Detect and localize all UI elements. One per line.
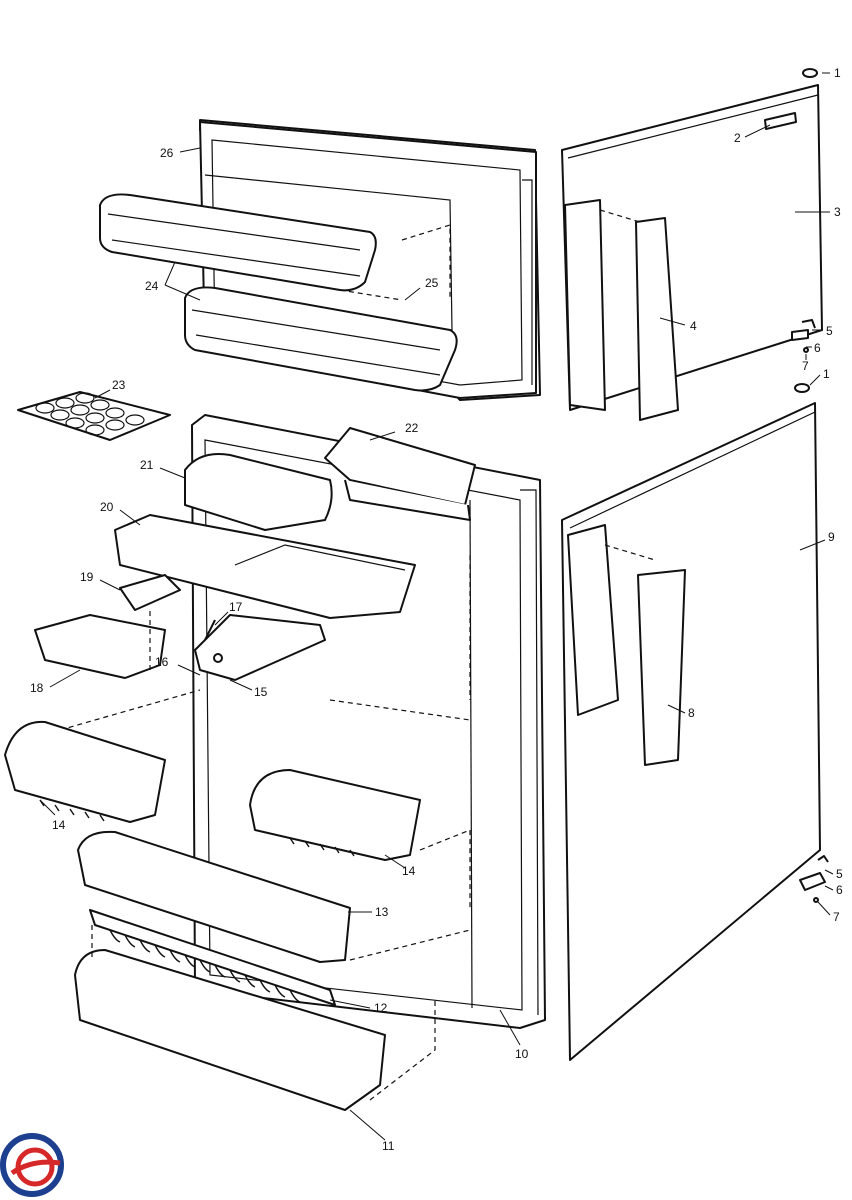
- callout-14-right: 14: [402, 864, 416, 878]
- callout-6-freezer: 6: [814, 341, 821, 355]
- door-bin-14-right: [249, 769, 421, 861]
- callout-10: 10: [515, 1047, 529, 1061]
- door-bin-13: [77, 830, 351, 963]
- callout-7-freezer: 7: [802, 359, 809, 373]
- callout-18: 18: [30, 681, 44, 695]
- freezer-door-shelf-upper: [99, 193, 377, 292]
- callout-19: 19: [80, 570, 94, 584]
- freezer-gasket-dashes: [599, 209, 641, 223]
- callout-25: 25: [425, 276, 439, 290]
- shelf-bracket-19: [119, 574, 181, 611]
- egg-tray: [17, 391, 171, 441]
- callout-3: 3: [834, 205, 841, 219]
- door-shelf-20: [114, 514, 416, 619]
- callout-15: 15: [254, 685, 268, 699]
- drawer-guide-dashes: [59, 555, 471, 731]
- callout-8: 8: [688, 706, 695, 720]
- callout-17: 17: [229, 600, 243, 614]
- drawer-slide-assembly: [194, 614, 326, 681]
- callout-20: 20: [100, 500, 114, 514]
- fresh-food-door-handle-8: [567, 524, 686, 766]
- callout-11: 11: [382, 1139, 395, 1153]
- callout-12: 12: [374, 1001, 388, 1015]
- callout-6-fresh-food: 6: [836, 883, 843, 897]
- callout-5-fresh-food: 5: [836, 867, 843, 881]
- bin-guide-dashes: [349, 829, 471, 961]
- door-bin-11: [74, 949, 386, 1111]
- callout-13: 13: [375, 905, 389, 919]
- callout-labels: 1 2 3 4 5 6 7 1 9 8 5 6 7 10 11 12 13 14…: [30, 66, 843, 1153]
- callout-23: 23: [112, 378, 126, 392]
- dairy-compartment-cover: [324, 427, 476, 521]
- callout-2: 2: [734, 131, 741, 145]
- freezer-shelf-guide-dashes: [339, 224, 451, 301]
- callout-1-freezer: 1: [834, 66, 841, 80]
- bottle-rail-12: [89, 909, 336, 1006]
- callout-leaders: [39, 72, 834, 1141]
- brand-logo: [0, 1133, 64, 1197]
- callout-7-fresh-food: 7: [833, 910, 840, 924]
- fresh-food-door-outer: [561, 402, 821, 1061]
- callout-9: 9: [828, 530, 835, 544]
- callout-5-freezer: 5: [826, 324, 833, 338]
- door-bin-21: [184, 453, 333, 531]
- callout-24: 24: [145, 279, 159, 293]
- callout-21: 21: [140, 458, 154, 472]
- freezer-door-gasket-4: [564, 199, 679, 421]
- callout-16: 16: [155, 655, 169, 669]
- callout-1-fresh-food: 1: [823, 367, 830, 381]
- callout-22: 22: [405, 421, 419, 435]
- freezer-door-shelf-lower: [184, 286, 458, 392]
- callout-14-left: 14: [52, 818, 66, 832]
- door-bin-14-left: [4, 720, 166, 823]
- bottom-guide-dashes: [91, 925, 436, 1101]
- callout-4: 4: [690, 319, 697, 333]
- callout-26: 26: [160, 146, 174, 160]
- door-drawer-18: [34, 614, 166, 679]
- hinge-parts: [791, 68, 829, 903]
